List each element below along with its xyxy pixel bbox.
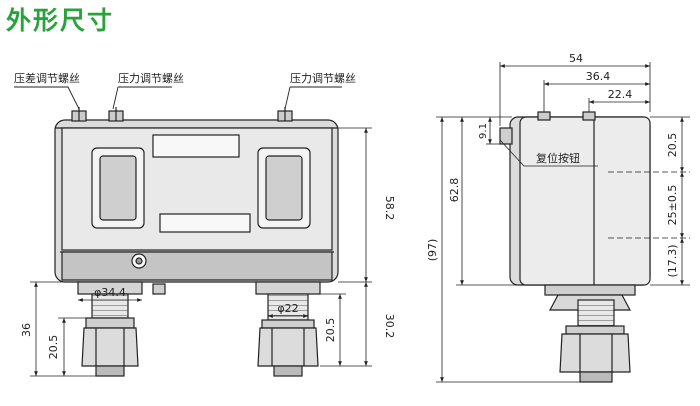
right-connector [255,281,321,377]
dim-phi-34-4: φ34.4 [94,286,126,299]
dim-width-54: 54 [569,52,583,65]
left-connector [77,281,143,377]
dim-9-1: 9.1 [478,123,489,139]
dim-phi-22: φ22 [277,302,298,315]
dim-front-height: 58.2 [383,196,396,221]
screw-3 [277,107,293,122]
dim-25-0-5: 25±0.5 [666,185,679,226]
page-title: 外形尺寸 [6,6,115,35]
front-dimensions [30,127,372,377]
screw-1 [71,107,87,122]
screw-2 [108,107,124,122]
side-dimensions [436,62,690,383]
dim-20-5-right: 20.5 [666,133,679,158]
dim-20-5-mid: 20.5 [324,318,337,343]
label-reset-button: 复位按钮 [536,151,580,165]
label-pressure-screw-2: 压力调节螺丝 [290,72,356,85]
top-plate [152,134,240,158]
label-pressure-screw-1: 压力调节螺丝 [118,72,184,85]
dim-20-5-left: 20.5 [47,335,60,360]
dim-97: (97) [426,239,439,262]
side-view [499,111,651,383]
dim-62-8: 62.8 [448,178,461,203]
dim-30-2: 30.2 [383,314,396,339]
dim-17-3: (17.3) [666,244,679,277]
dim-36: 36 [20,323,33,337]
reset-button-nub [499,127,513,145]
bottom-plate [159,213,251,233]
front-view [54,107,339,377]
dim-width-22-4: 22.4 [608,88,633,101]
label-diff-screw: 压差调节螺丝 [14,71,80,85]
dim-width-36-4: 36.4 [586,70,611,83]
